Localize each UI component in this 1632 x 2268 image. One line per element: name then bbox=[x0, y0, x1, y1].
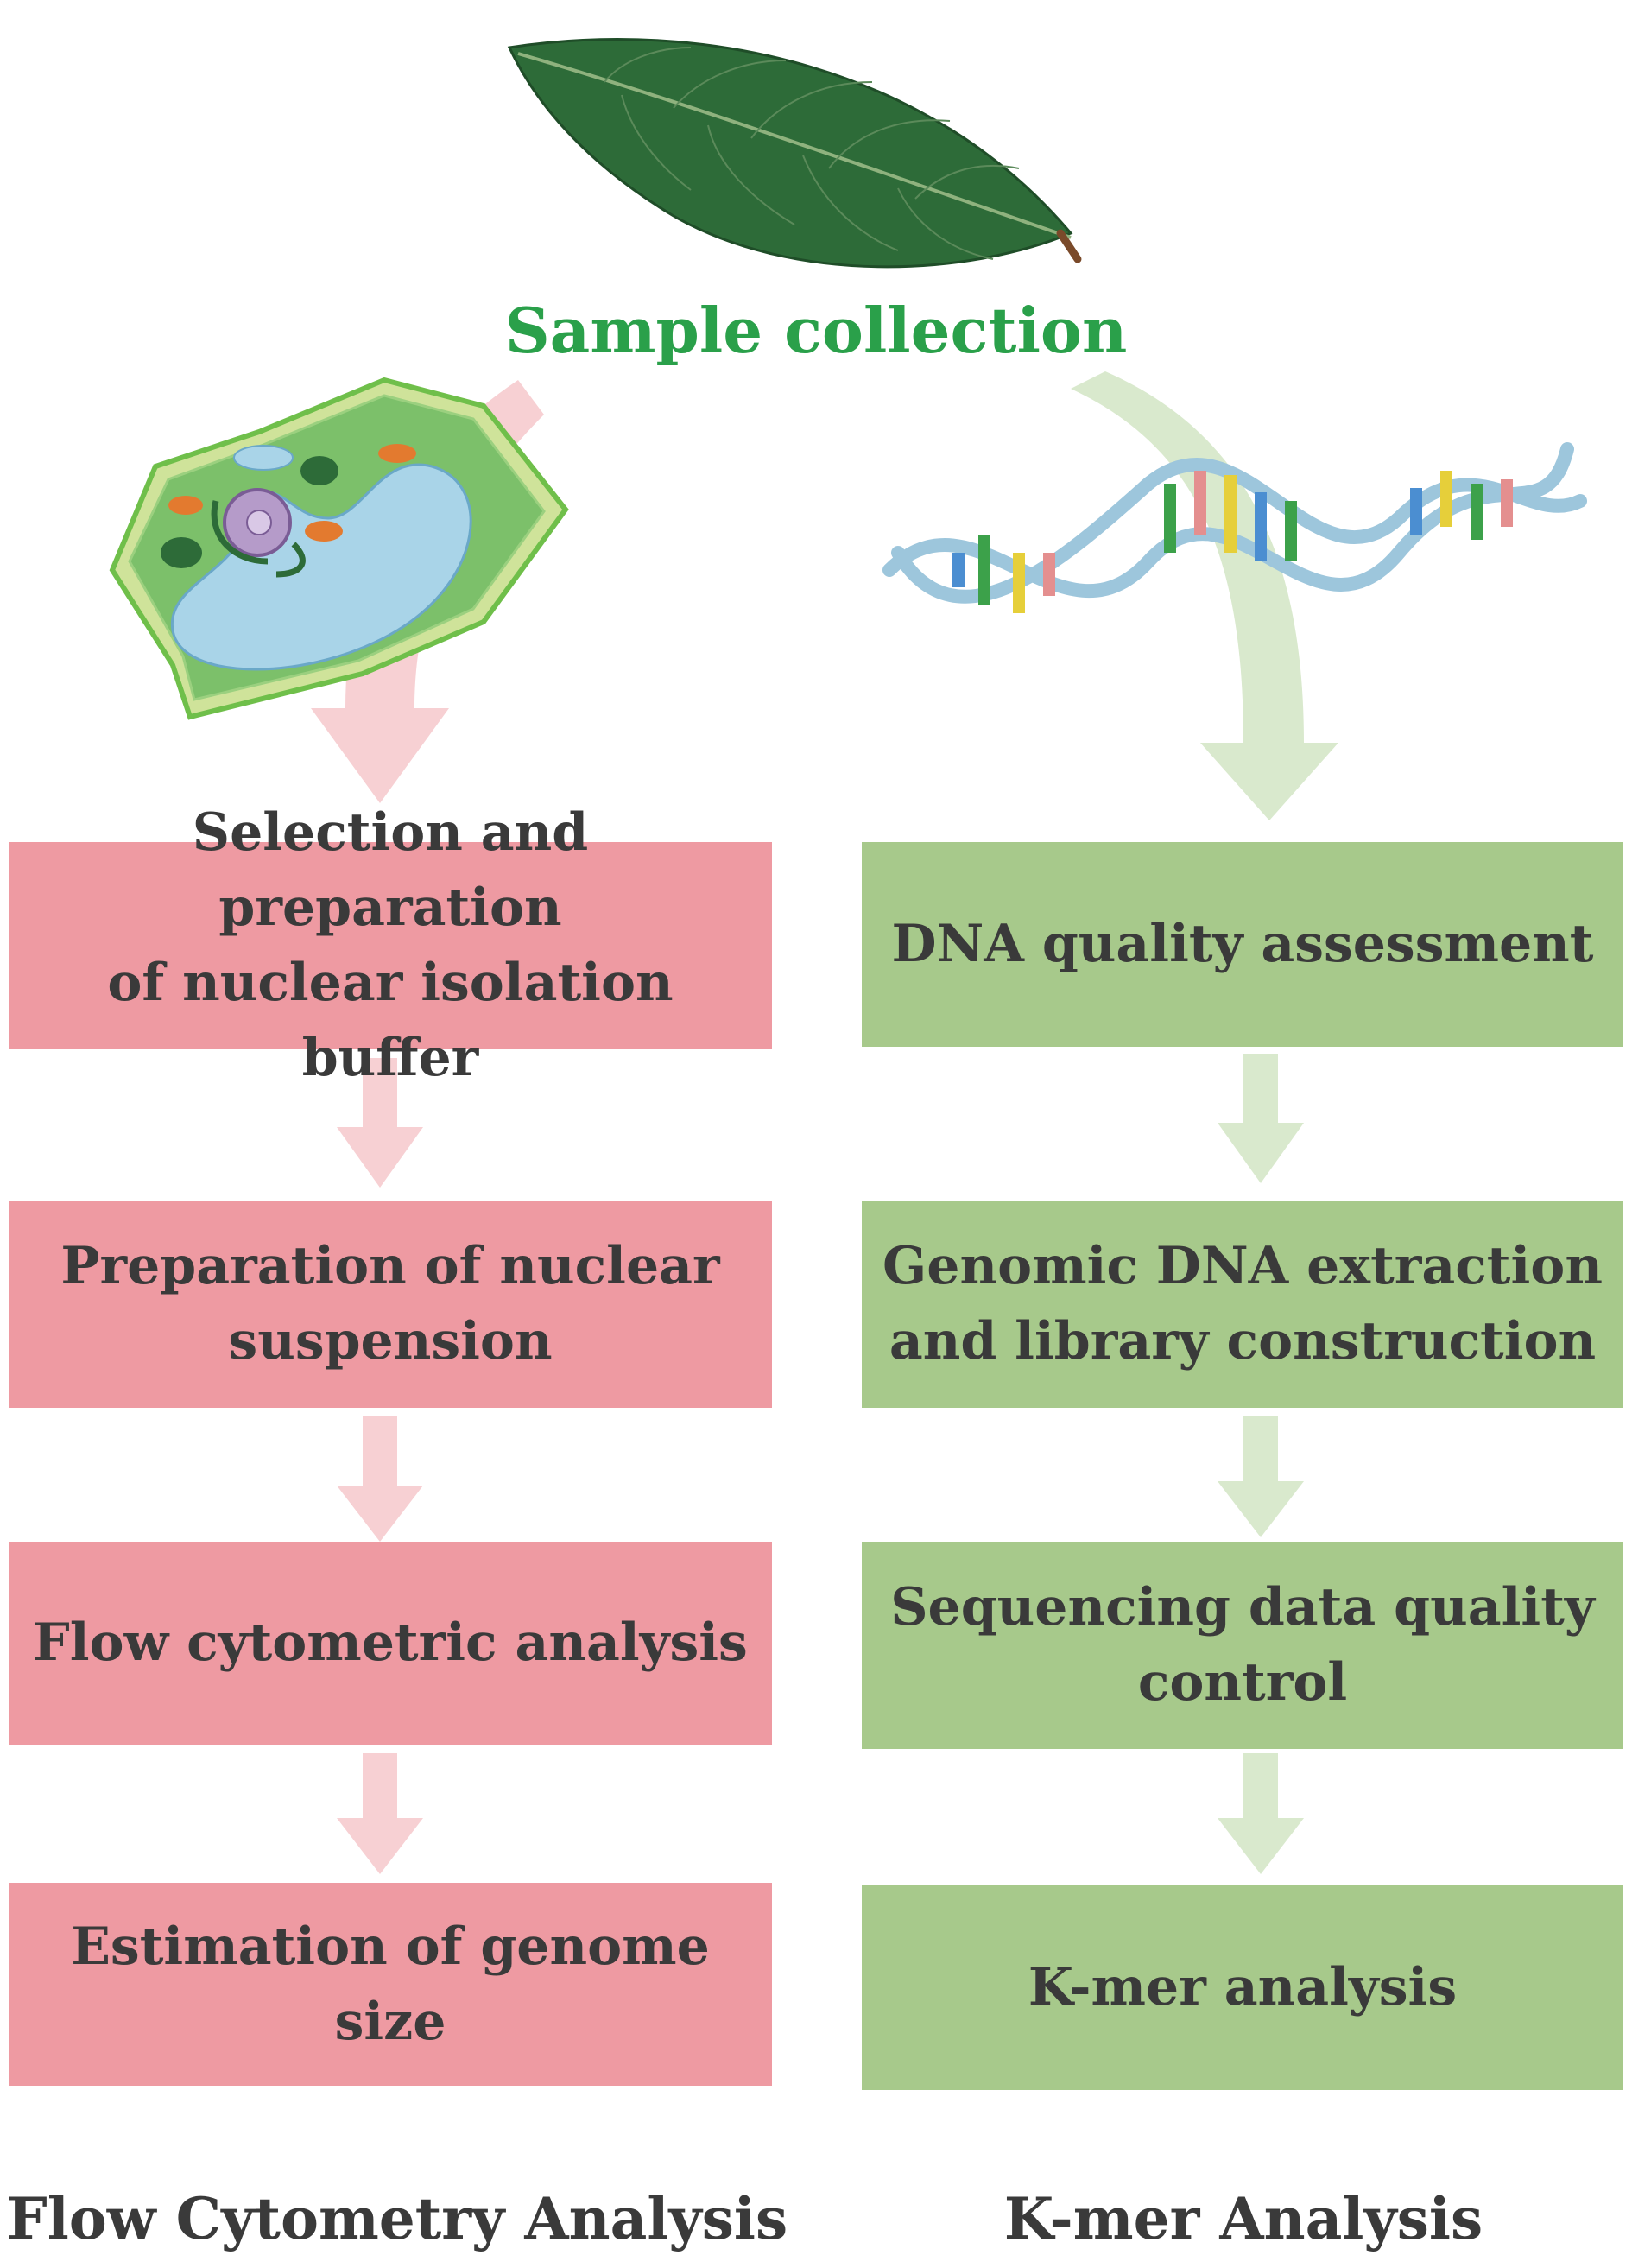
diagram-title: Sample collection bbox=[504, 294, 1128, 367]
arrow-left-1 bbox=[337, 1058, 423, 1188]
footer-left-label: Flow Cytometry Analysis bbox=[6, 2185, 788, 2252]
step-right-4: K-mer analysis bbox=[862, 1885, 1623, 2090]
curved-arrow-right bbox=[1071, 371, 1338, 820]
right-arrows bbox=[1218, 1054, 1304, 1874]
step-left-1-line2: of nuclear isolation buffer bbox=[107, 953, 674, 1088]
leaf-icon bbox=[507, 38, 1082, 269]
step-right-2: Genomic DNA extraction and library constr… bbox=[862, 1201, 1623, 1408]
plant-cell-icon bbox=[109, 377, 569, 720]
arrow-left-3 bbox=[337, 1753, 423, 1874]
step-left-1-line1: Selection and preparation bbox=[192, 802, 589, 938]
step-left-4: Estimation of genome size bbox=[9, 1883, 772, 2086]
step-left-3-line1: Flow cytometric analysis bbox=[33, 1612, 748, 1673]
step-right-3-line2: control bbox=[1137, 1652, 1348, 1713]
dna-helix-icon bbox=[882, 442, 1587, 613]
left-arrows bbox=[337, 1058, 423, 1874]
step-left-3: Flow cytometric analysis bbox=[9, 1542, 772, 1745]
step-right-2-line1: Genomic DNA extraction bbox=[882, 1236, 1603, 1296]
step-right-3-line1: Sequencing data quality bbox=[890, 1577, 1595, 1638]
step-right-1-line1: DNA quality assessment bbox=[891, 914, 1594, 974]
step-right-2-line2: and library construction bbox=[889, 1311, 1597, 1372]
step-right-4-line1: K-mer analysis bbox=[1028, 1957, 1458, 2018]
arrow-right-1 bbox=[1218, 1054, 1304, 1183]
step-right-3: Sequencing data quality control bbox=[862, 1542, 1623, 1749]
step-left-1: Selection and preparation of nuclear isol… bbox=[9, 802, 772, 1088]
footer-right-label: K-mer Analysis bbox=[1003, 2185, 1483, 2252]
step-left-2-line2: suspension bbox=[228, 1311, 553, 1372]
step-right-1: DNA quality assessment bbox=[862, 842, 1623, 1047]
step-left-2-line1: Preparation of nuclear bbox=[60, 1236, 720, 1296]
arrow-right-3 bbox=[1218, 1753, 1304, 1874]
step-left-2: Preparation of nuclear suspension bbox=[9, 1201, 772, 1408]
arrow-right-2 bbox=[1218, 1416, 1304, 1537]
arrow-left-2 bbox=[337, 1416, 423, 1542]
step-left-4-line1: Estimation of genome size bbox=[71, 1916, 710, 2052]
